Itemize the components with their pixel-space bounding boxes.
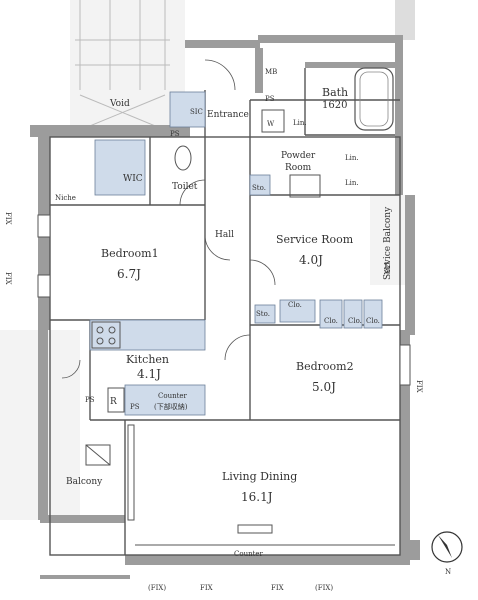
wic-label: WIC bbox=[123, 174, 143, 184]
toilet-fixture bbox=[174, 145, 192, 171]
clo-label-4: Clo. bbox=[366, 317, 380, 325]
clo-label-2: Clo. bbox=[324, 317, 338, 325]
sto-label-1: Sto. bbox=[252, 184, 266, 192]
service-room-label: Service Room bbox=[276, 233, 354, 246]
fix-bottom-2: FIX bbox=[200, 584, 213, 592]
fix-left-1: FIX bbox=[4, 212, 12, 225]
ps-top-label: PS bbox=[265, 95, 275, 103]
kitchen-label: Kitchen bbox=[126, 353, 169, 366]
mb-label: MB bbox=[265, 68, 277, 76]
fix-bottom-3: FIX bbox=[271, 584, 284, 592]
counter-living-label: Counter bbox=[234, 550, 264, 558]
fix-bottom-4: (FIX) bbox=[315, 584, 333, 592]
fix-bottom-1: (FIX) bbox=[148, 584, 166, 592]
bedroom1-size: 6.7J bbox=[117, 267, 141, 281]
bathtub bbox=[354, 67, 394, 131]
hall-label: Hall bbox=[215, 230, 234, 240]
void-label: Void bbox=[109, 99, 130, 109]
kitchen-size: 4.1J bbox=[137, 367, 161, 381]
exterior-column bbox=[395, 0, 415, 40]
sto-label-2: Sto. bbox=[256, 310, 270, 318]
service-balcony-label: Service Balcony bbox=[383, 206, 393, 280]
ps-kitchen-label-2: PS bbox=[130, 403, 140, 411]
service-balcony-area bbox=[370, 195, 410, 285]
fix-left-2: FIX bbox=[4, 272, 12, 285]
void-hatch bbox=[75, 0, 170, 131]
powder-room-label-2: Room bbox=[285, 163, 312, 173]
fix-right: FIX bbox=[415, 380, 423, 393]
bedroom2-size: 5.0J bbox=[312, 380, 336, 394]
lin-label-2: Lin. bbox=[345, 154, 359, 162]
door-swings bbox=[61, 59, 276, 379]
niche-label: Niche bbox=[55, 194, 76, 202]
lin-label-3: Lin. bbox=[345, 179, 359, 187]
bedroom2-label: Bedroom2 bbox=[296, 360, 354, 373]
washing-machine bbox=[289, 174, 321, 198]
w-label: W bbox=[267, 120, 275, 128]
compass-n-label: N bbox=[445, 568, 451, 576]
living-dining-label: Living Dining bbox=[222, 470, 297, 483]
living-dining-size: 16.1J bbox=[241, 490, 273, 504]
bedroom1-label: Bedroom1 bbox=[101, 247, 159, 260]
toilet-label: Toilet bbox=[172, 182, 198, 192]
ps-kitchen-label-1: PS bbox=[85, 396, 95, 404]
service-room-size: 4.0J bbox=[299, 253, 323, 267]
washbasin bbox=[261, 109, 285, 133]
balcony-label: Balcony bbox=[66, 477, 103, 487]
powder-room-label-1: Powder bbox=[281, 151, 316, 161]
sic-label: SIC bbox=[190, 108, 203, 116]
ps-sic-label: PS bbox=[170, 130, 180, 138]
fridge-mark: R bbox=[110, 397, 117, 407]
counter-kitchen-label: Counter bbox=[158, 392, 188, 400]
storage-zones bbox=[89, 91, 383, 416]
counter-kitchen-note: (下部収納) bbox=[154, 402, 188, 411]
fix-small-right: FIX bbox=[382, 262, 390, 275]
clo-label-3: Clo. bbox=[348, 317, 362, 325]
north-arrow-icon bbox=[431, 531, 463, 563]
windows bbox=[37, 214, 411, 521]
bath-label: Bath bbox=[322, 86, 348, 99]
clo-label-1: Clo. bbox=[288, 301, 302, 309]
lin-label-1: Lin. bbox=[293, 119, 307, 127]
bath-size: 1620 bbox=[322, 100, 347, 111]
entrance-label: Entrance bbox=[207, 110, 249, 120]
